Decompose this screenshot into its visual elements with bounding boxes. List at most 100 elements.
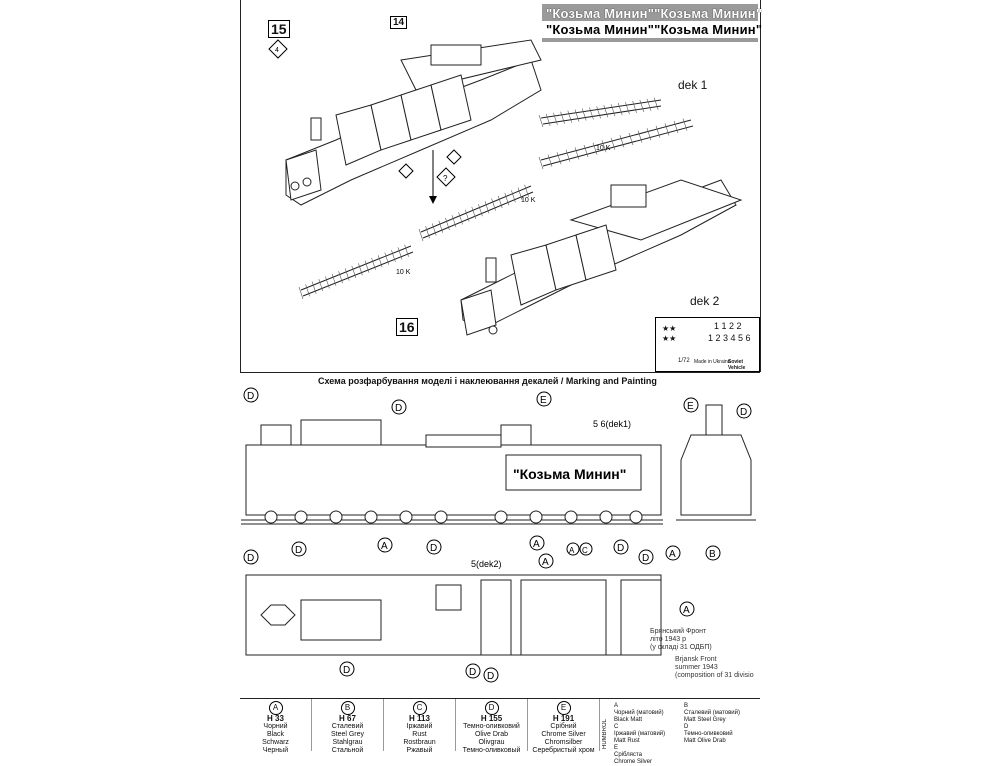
rail-sleeper	[358, 263, 363, 276]
legend-right-en: Matt Rust	[614, 738, 640, 744]
wheel	[264, 510, 278, 524]
rail-sleeper	[538, 114, 544, 128]
legend-color-name: Темно-оливковый	[462, 747, 521, 754]
legend-letter: B	[340, 701, 355, 715]
rail-sleeper	[418, 228, 424, 242]
legend-color-name: Rust	[412, 731, 427, 738]
legend-color-name: Темно-оливковий	[463, 723, 520, 730]
rail-sleeper	[619, 135, 625, 148]
legend-color-name: Chromsilber	[544, 739, 583, 746]
track-length-labels: 10 K 10 K 10 K	[396, 145, 611, 276]
armored-train-lower	[460, 179, 743, 336]
rail-sleeper	[338, 271, 343, 284]
legend-color-name: Steel Grey	[330, 731, 365, 738]
callout-a: A	[381, 541, 388, 552]
rail-sleeper	[581, 108, 587, 121]
step-number-14: 14	[390, 16, 408, 29]
rail-sleeper	[565, 149, 571, 162]
rail-sleeper	[617, 103, 623, 116]
rail-sleeper	[331, 273, 337, 286]
dek1-reference: 5 6(dek1)	[593, 419, 631, 429]
frame-left-line	[240, 0, 241, 372]
caption-ua: Брянський Фронт літо 1943 р (у складі 31…	[650, 628, 712, 652]
rail-sleeper	[344, 268, 350, 281]
legend-color-name: Ржавый	[406, 747, 433, 754]
wheel	[364, 510, 378, 524]
rail-sleeper	[438, 220, 444, 233]
legend-right-ua: Іржавий (матовий)	[614, 731, 666, 737]
rail-sleeper	[318, 278, 324, 292]
rail-sleeper	[364, 260, 370, 273]
rail-sleeper	[655, 125, 661, 138]
rail-sleeper	[384, 252, 390, 265]
assembly-drawing: 4 10 K 10 K 10 K ?	[268, 39, 743, 336]
callout-d: D	[247, 391, 254, 402]
rail-sleeper	[664, 123, 670, 136]
callout-d: D	[430, 543, 437, 554]
legend-right-en: Chrome Silver	[614, 759, 653, 765]
rail-sleeper	[603, 105, 609, 118]
caption-ua-line: літо 1943 р	[650, 636, 687, 643]
rail-sleeper	[397, 247, 403, 260]
decal-sheet-vehicle: Soviet Vehicle	[728, 359, 746, 371]
rail-sleeper	[371, 257, 376, 271]
dek2-reference: 5(dek2)	[471, 559, 502, 569]
decal-sheet-row1: 1 1 2 2	[714, 321, 742, 331]
rail-sleeper	[682, 118, 688, 131]
side-view	[241, 419, 663, 525]
wheel	[399, 510, 413, 524]
legend-color-name: Сталевий	[331, 723, 364, 730]
legend-right-letter: B	[684, 703, 689, 709]
rail-sleeper	[471, 206, 477, 220]
legend-color-name: Срібний	[550, 723, 577, 730]
legend-code: H 33	[267, 714, 284, 723]
legend-color-name: Stahlgrau	[332, 739, 363, 746]
decal-sheet-row2: 1 2 3 4 5 6	[708, 333, 751, 343]
legend-right-ua: Темно-оливковий	[684, 731, 733, 737]
rail-sleeper	[305, 284, 310, 297]
legend-code: H 67	[339, 714, 356, 723]
caption-en: Brjansk Front summer 1943 (composition o…	[675, 656, 754, 680]
wheel	[329, 510, 343, 524]
star-icon: ★★	[662, 334, 677, 343]
wheel	[564, 510, 578, 524]
top-view	[245, 574, 662, 656]
svg-text:4: 4	[275, 47, 279, 54]
legend-color-name: Black	[266, 731, 285, 738]
color-callouts: D D E E D A D D A A C D A B D A D A D D …	[243, 387, 752, 683]
front-view	[676, 404, 756, 521]
name-plate	[505, 454, 642, 491]
track-label: 10 K	[596, 145, 611, 152]
legend-right-ua: Срібляста	[614, 752, 642, 758]
callout-d: D	[740, 407, 747, 418]
painting-diagram: "Козьма Минин" D D E E D A D D A A C D A…	[241, 387, 756, 683]
rail-sleeper	[553, 112, 558, 125]
step-number-15: 15	[268, 20, 290, 38]
legend-code: H 155	[480, 714, 503, 723]
legend-letter: D	[484, 701, 499, 715]
callout-d: D	[617, 543, 624, 554]
callout-d: D	[487, 671, 494, 682]
rail-sleeper	[637, 130, 643, 143]
legend-code: H 113	[409, 714, 430, 723]
legend-letter: C	[412, 701, 427, 715]
rail-sleeper	[653, 97, 659, 110]
part-marker-icon: 4	[268, 39, 288, 59]
legend-color-name: Серебристый хром	[532, 747, 595, 754]
rail-sleeper	[610, 137, 616, 150]
decal-label-dek2: dek 2	[690, 294, 720, 308]
rail-sleeper	[628, 132, 634, 146]
rail-sleeper	[451, 215, 457, 228]
callout-b: B	[709, 549, 716, 560]
decal-banner: "Козьма Минин""Козьма Минин" "Козьма Мин…	[542, 4, 762, 42]
decal-references: 5 6(dek1) 5(dek2)	[471, 419, 631, 569]
rail-sleeper	[574, 109, 580, 122]
painting-title: Схема розфарбування моделі і наклеювання…	[318, 376, 657, 386]
caption-en-line: summer 1943	[675, 664, 718, 671]
rail-sleeper	[478, 204, 483, 217]
